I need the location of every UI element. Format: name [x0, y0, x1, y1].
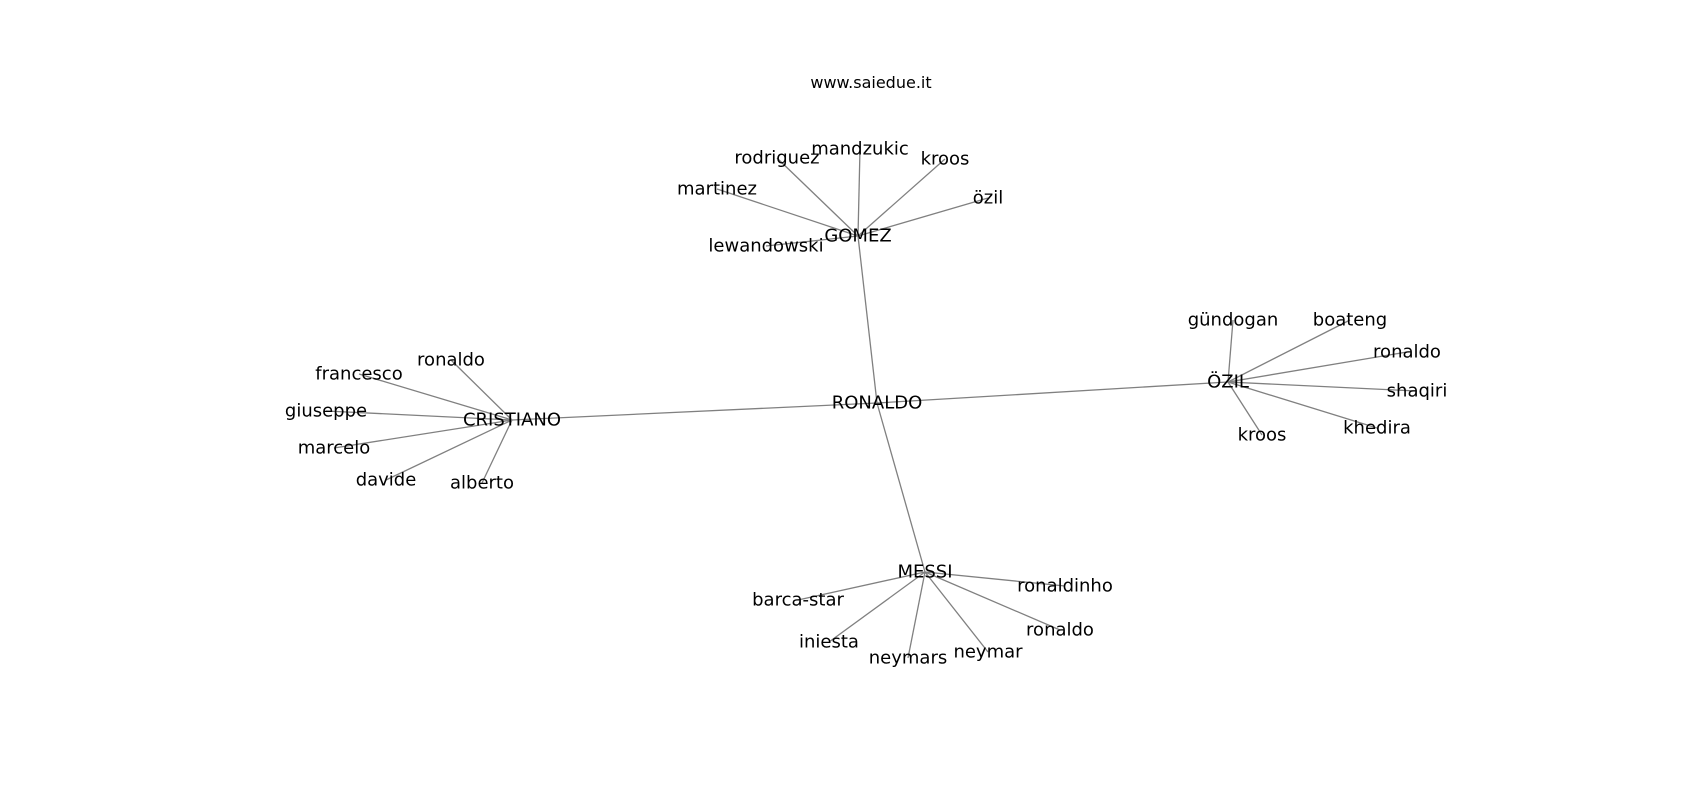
edge-cristiano-leaf-2: [325, 410, 513, 421]
hub-node-messi: MESSI: [897, 562, 952, 583]
leaf-node-ozil-4: khedira: [1343, 418, 1411, 439]
leaf-node-cristiano-1: francesco: [315, 364, 402, 385]
edge-cristiano-leaf-1: [358, 373, 513, 421]
edge-cristiano-leaf-3: [333, 419, 513, 449]
leaf-node-messi-2: ronaldo: [1026, 620, 1094, 641]
hub-node-ozil: ÖZIL: [1207, 371, 1249, 393]
root-node-label: RONALDO: [832, 393, 923, 414]
leaf-node-ozil-2: ronaldo: [1373, 342, 1441, 363]
edge-gomez-leaf-3: [716, 188, 859, 237]
edge-root-messi: [876, 402, 926, 573]
edge-messi-leaf-5: [907, 571, 926, 659]
leaf-node-gomez-1: rodriguez: [734, 148, 819, 169]
edge-ozil-leaf-4: [1227, 381, 1378, 429]
hub-node-cristiano: CRISTIANO: [463, 410, 561, 431]
leaf-node-messi-1: barca-star: [752, 590, 844, 611]
edge-messi-leaf-4: [924, 571, 989, 653]
hub-node-gomez: GOMEZ: [824, 226, 891, 247]
leaf-node-cristiano-2: giuseppe: [285, 401, 367, 422]
edge-ozil-leaf-5: [1227, 381, 1263, 436]
leaf-node-gomez-0: mandzukic: [811, 139, 909, 160]
edge-root-cristiano: [511, 402, 878, 421]
leaf-node-cristiano-5: alberto: [450, 473, 514, 494]
leaf-node-gomez-5: lewandowski: [708, 236, 823, 257]
edge-ozil-leaf-2: [1227, 351, 1408, 383]
edge-messi-leaf-3: [828, 571, 926, 643]
leaf-node-gomez-3: martinez: [677, 179, 757, 200]
leaf-node-messi-0: ronaldinho: [1017, 576, 1113, 597]
leaf-node-gomez-2: kroos: [921, 149, 970, 170]
leaf-node-messi-5: neymars: [869, 648, 947, 669]
leaf-node-ozil-0: gündogan: [1188, 310, 1279, 331]
leaf-node-cristiano-0: ronaldo: [417, 350, 485, 371]
edge-gomez-leaf-2: [857, 158, 946, 237]
edge-root-gomez: [857, 235, 878, 404]
edge-ozil-leaf-1: [1227, 319, 1351, 383]
site-title: www.saiedue.it: [810, 73, 931, 92]
leaf-node-cristiano-4: davide: [356, 470, 417, 491]
leaf-node-ozil-3: shaqiri: [1387, 381, 1448, 402]
edge-cristiano-leaf-0: [450, 359, 513, 421]
graph-edges: [325, 148, 1418, 659]
edge-ozil-leaf-3: [1227, 381, 1418, 392]
edge-gomez-leaf-4: [857, 197, 989, 237]
leaf-node-ozil-5: kroos: [1238, 425, 1287, 446]
edge-gomez-leaf-5: [765, 235, 859, 247]
edge-gomez-leaf-1: [776, 157, 859, 237]
edge-gomez-leaf-0: [857, 148, 861, 237]
leaf-node-cristiano-3: marcelo: [298, 438, 371, 459]
edge-cristiano-leaf-4: [385, 419, 513, 481]
leaf-node-ozil-1: boateng: [1313, 310, 1387, 331]
leaf-node-gomez-4: özil: [973, 188, 1003, 209]
leaf-node-messi-4: neymar: [953, 642, 1023, 663]
edge-messi-leaf-0: [924, 571, 1066, 587]
edge-messi-leaf-1: [797, 571, 926, 601]
edge-messi-leaf-2: [924, 571, 1061, 631]
edge-ozil-leaf-0: [1227, 319, 1234, 383]
leaf-node-messi-3: iniesta: [799, 632, 859, 653]
edge-root-ozil: [876, 381, 1229, 404]
edge-cristiano-leaf-5: [481, 419, 513, 484]
